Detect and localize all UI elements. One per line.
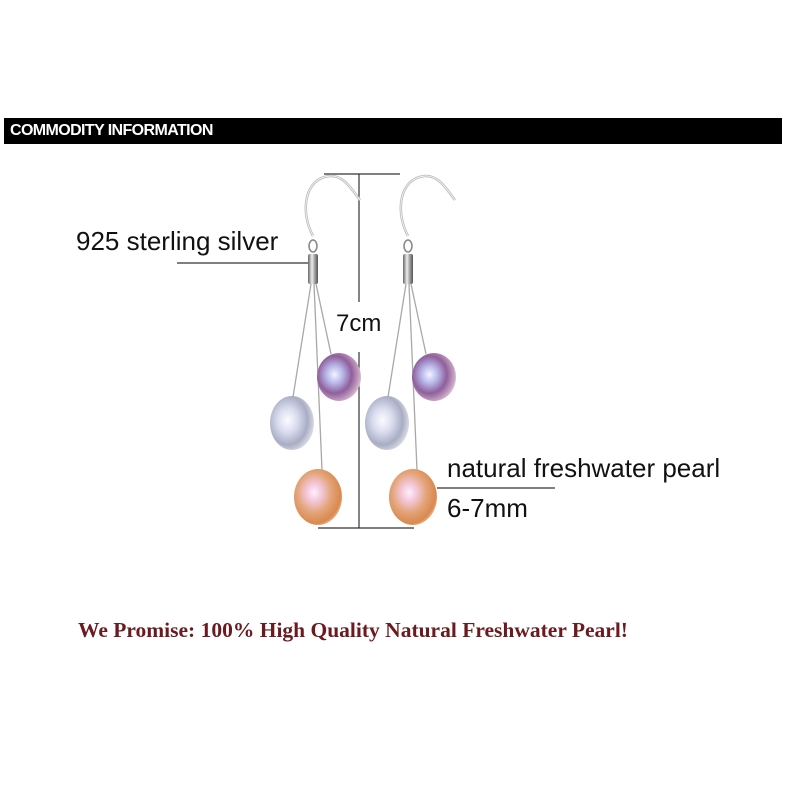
commodity-information-header: COMMODITY INFORMATION [4, 118, 782, 144]
purple-pearl [412, 353, 456, 401]
material-label: 925 sterling silver [76, 226, 279, 256]
peach-pearl [294, 469, 342, 525]
header-title: COMMODITY INFORMATION [10, 122, 213, 139]
white-pearl [365, 396, 409, 450]
ear-hook [399, 174, 456, 237]
peach-pearl [389, 469, 437, 525]
right-earring [365, 174, 456, 525]
left-earring [270, 174, 361, 525]
white-pearl [270, 396, 314, 450]
end-cap [403, 254, 413, 284]
length-label: 7cm [336, 310, 382, 337]
jump-ring [308, 239, 318, 253]
end-cap [308, 254, 318, 284]
pearl-size-label: 6-7mm [447, 493, 528, 523]
pearl-type-label: natural freshwater pearl [447, 453, 721, 483]
ear-hook [304, 174, 361, 237]
jump-ring [403, 239, 413, 253]
purple-pearl [317, 353, 361, 401]
quality-promise-tagline: We Promise: 100% High Quality Natural Fr… [78, 618, 628, 642]
